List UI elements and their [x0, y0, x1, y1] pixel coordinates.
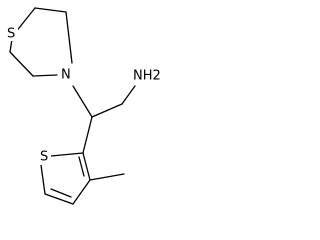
thiomorpholine-ring [9, 7, 73, 77]
bond-c3-c4 [9, 51, 34, 77]
bond-c1-c2 [34, 7, 67, 13]
ethylamine-chain [72, 85, 136, 118]
bond-c4-c3 [72, 179, 91, 205]
bond-ch-ch2 [91, 103, 123, 118]
bond-s-c1 [14, 7, 36, 34]
bond-c2-s [50, 152, 84, 157]
atom-label-ring-nitrogen: N [61, 68, 71, 83]
structure-svg: S N NH2 S [6, 7, 162, 205]
bond-c2-n [65, 11, 73, 64]
atom-labels: S N NH2 S [6, 25, 162, 165]
bond-n-ch [72, 85, 93, 118]
atom-label-ring-sulfur: S [7, 27, 15, 42]
bond-ch-c2 [82, 116, 93, 154]
atom-label-thiophene-sulfur: S [40, 150, 48, 165]
bond-ch2-nh2 [121, 85, 136, 105]
bond-c3-c2 [82, 152, 91, 181]
bond-c5-c4 [44, 193, 74, 205]
thiophene-ring [40, 116, 125, 205]
bond-s-c5 [40, 164, 46, 195]
bond-c3-c2-double [78, 156, 85, 177]
atom-label-amine: NH2 [133, 69, 161, 84]
bond-c4-s [9, 38, 13, 53]
molecule-structure: S N NH2 S [0, 0, 166, 214]
bond-c5-c4-double [50, 188, 72, 198]
bond-c3-methyl [89, 173, 125, 181]
bond-n-c3 [32, 74, 58, 77]
